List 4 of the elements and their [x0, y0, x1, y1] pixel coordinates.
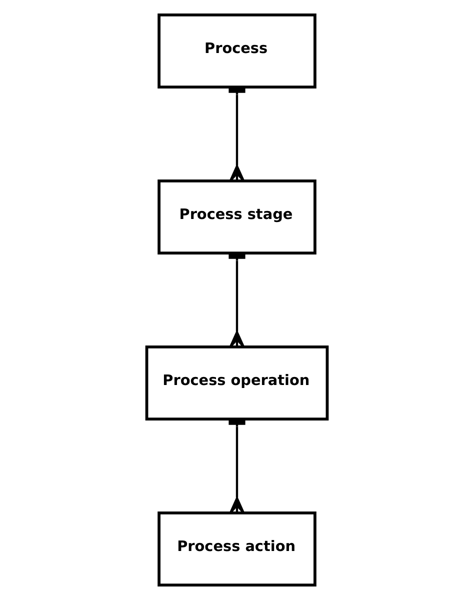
- node-box: Process stage: [158, 179, 316, 255]
- node-box: Process: [158, 13, 316, 89]
- node-box: Process action: [158, 511, 316, 587]
- node-box: Process operation: [145, 345, 329, 421]
